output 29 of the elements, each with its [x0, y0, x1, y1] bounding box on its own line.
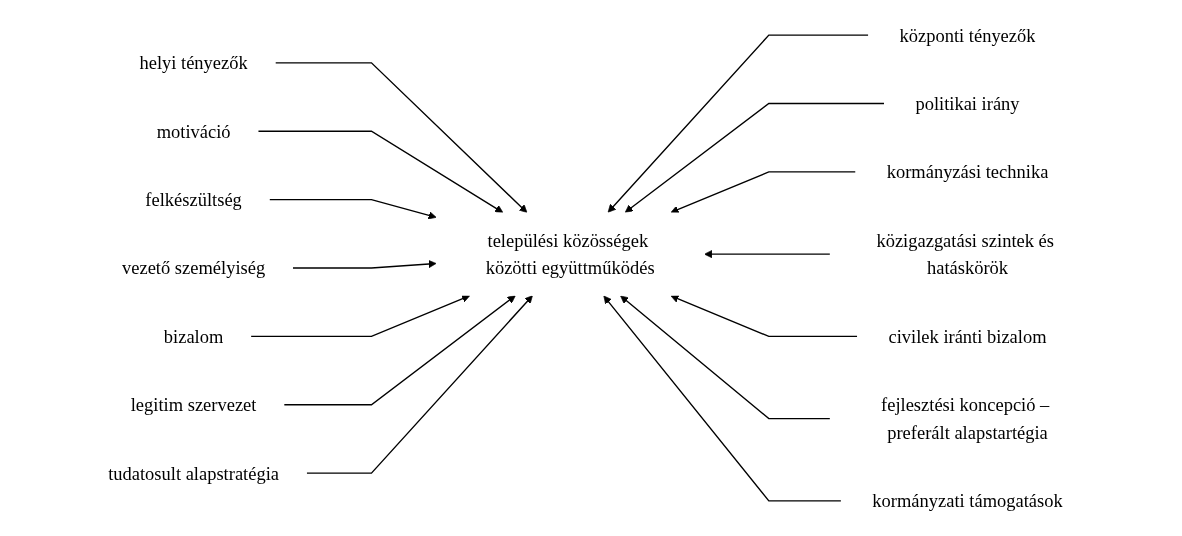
arrow — [670, 294, 858, 338]
node-text: közigazgatási szintek és hatáskörök — [876, 230, 1055, 279]
node-text: bizalom — [163, 326, 224, 347]
arrow — [603, 295, 842, 502]
arrow — [257, 130, 504, 213]
arrow — [292, 259, 437, 269]
arrow — [283, 295, 516, 406]
node-text: motiváció — [156, 121, 231, 142]
arrow — [670, 171, 856, 214]
node-text: fejlesztési koncepció – preferált alapstartégia — [881, 394, 1050, 443]
node-text: civilek iránti bizalom — [888, 326, 1047, 347]
node-text: tudatosult alapstratégia — [108, 462, 280, 484]
node-text: vezető személyiség — [122, 257, 266, 279]
arrow — [306, 295, 533, 474]
arrow — [620, 295, 831, 420]
arrow — [607, 34, 869, 213]
node-text: helyi tényezők — [139, 52, 248, 73]
node-text: legitim szervezet — [130, 394, 257, 415]
arrow — [624, 102, 885, 213]
node-text: központi tényezők — [899, 24, 1036, 46]
node-text: politikai irány — [915, 93, 1020, 114]
arrow — [268, 198, 437, 220]
arrow — [704, 250, 831, 259]
node-text: települési közösségek közötti együttműködés — [485, 230, 655, 279]
arrow — [250, 294, 471, 338]
arrow — [274, 62, 528, 213]
node-text: kormányzási technika — [886, 161, 1049, 183]
node-text: felkészültség — [145, 189, 242, 210]
node-text: kormányzati támogatások — [872, 490, 1063, 512]
